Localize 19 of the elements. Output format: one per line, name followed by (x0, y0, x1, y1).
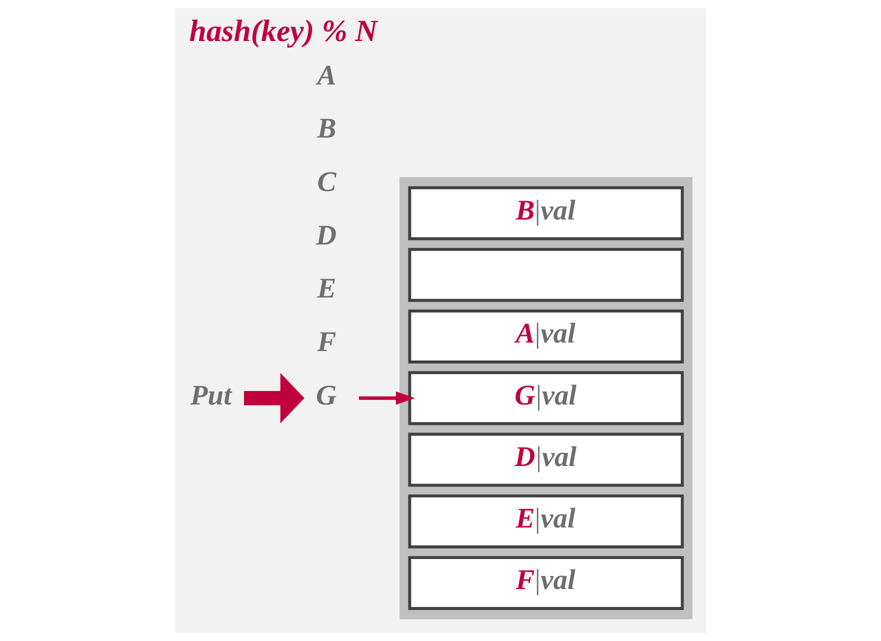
label: C (317, 166, 336, 198)
node-box (408, 248, 684, 302)
node-box: F|val (408, 556, 684, 610)
cluster (400, 177, 692, 620)
label: F (317, 326, 336, 358)
label: B (317, 114, 336, 145)
arrow (244, 372, 304, 424)
node-box: B|val (408, 186, 684, 240)
node-text: Put (190, 380, 232, 412)
label: D (316, 220, 337, 252)
node-box: E|val (408, 494, 684, 548)
node-box: A|val (408, 310, 684, 364)
node-box: D|val (408, 432, 684, 487)
node-box: G|val (408, 371, 684, 426)
arrow (358, 391, 415, 405)
label: A (317, 60, 336, 92)
label: E (317, 274, 336, 305)
diagram-title: hash(key) % N (189, 14, 378, 48)
node-text: G (316, 380, 337, 412)
